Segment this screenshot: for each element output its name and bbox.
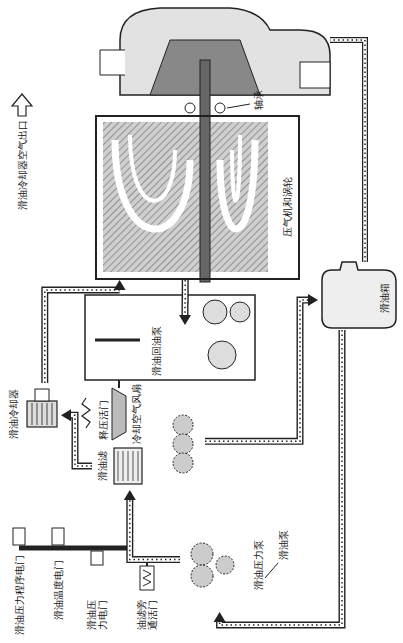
pipe-wall: [220, 330, 342, 625]
node-label: 滑油滤: [97, 451, 108, 481]
shaft: [185, 60, 250, 282]
part-label: 滑油泵: [278, 530, 289, 560]
pipe-oil: [71, 415, 92, 466]
oil-pipe: [214, 330, 342, 625]
relief-valve-spring: [82, 398, 90, 428]
pipe-oil: [184, 280, 186, 315]
part-label: 滑油压力程序电门: [14, 555, 25, 635]
leader-line: [227, 104, 250, 108]
arrow-head: [179, 315, 191, 325]
node-label: 滑油冷却器: [8, 389, 19, 439]
pipe-bore: [45, 290, 120, 383]
part-label: 轴承: [253, 90, 264, 110]
vent-line: [330, 40, 365, 262]
oil-pipe: [61, 409, 92, 466]
air-outlet-arrow: [12, 94, 32, 116]
oil-pipe: [205, 294, 318, 441]
pipe-oil: [220, 330, 342, 625]
pipe-wall: [71, 415, 92, 466]
part-label: 油滤旁通活门: [136, 600, 158, 630]
arrow-head: [61, 409, 71, 421]
oil-pipe: [179, 280, 191, 325]
node-label: 滑油回油泵: [151, 326, 162, 376]
gearbox: [85, 295, 255, 380]
pipe-bore: [220, 330, 342, 625]
pipe-wall: [130, 500, 180, 560]
node-label: 压气机和涡轮: [282, 177, 293, 237]
pipe-bore: [130, 500, 180, 560]
turbine-section: [103, 122, 268, 272]
arrow-head: [124, 490, 136, 500]
cooling-fan: [112, 380, 126, 440]
scavenge-pump: 滑油回油泵: [147, 325, 205, 480]
pipe-wall: [182, 280, 189, 315]
oil-pipe: [45, 280, 126, 383]
pipe-bore: [71, 415, 92, 466]
pipe-bore: [205, 300, 308, 441]
oil-tank: 滑油箱: [318, 262, 398, 330]
oil-filter: 滑油滤: [92, 442, 152, 490]
part-label: 冷却空气风扇: [131, 384, 142, 444]
oil-cooler: 滑油冷却器: [3, 383, 61, 445]
compressor-housing: [100, 8, 330, 95]
pipe-wall: [45, 290, 120, 383]
arrow-head: [308, 294, 318, 306]
pipe-wall: [205, 300, 308, 441]
part-label: 滑油压力电门: [86, 600, 108, 630]
part-label: 滑油冷却器空气出口: [17, 120, 28, 210]
pipe-oil: [130, 500, 180, 560]
node-label: 滑油压力泵: [253, 540, 264, 590]
arrow-head: [114, 280, 126, 290]
pipe-bore: [183, 280, 187, 315]
pressure-pump: 滑油压力泵: [180, 520, 270, 612]
part-label: 滑油温度电门: [53, 560, 64, 620]
arrow-head: [214, 612, 226, 622]
pipe-oil: [205, 300, 308, 441]
part-label: 释压活门: [98, 400, 109, 440]
turbine-box: 压气机和涡轮: [95, 115, 300, 280]
node-label: 滑油箱: [379, 283, 390, 313]
pipe-oil: [45, 290, 120, 383]
oil-pipe: [124, 490, 180, 560]
leader-line: [265, 563, 278, 578]
